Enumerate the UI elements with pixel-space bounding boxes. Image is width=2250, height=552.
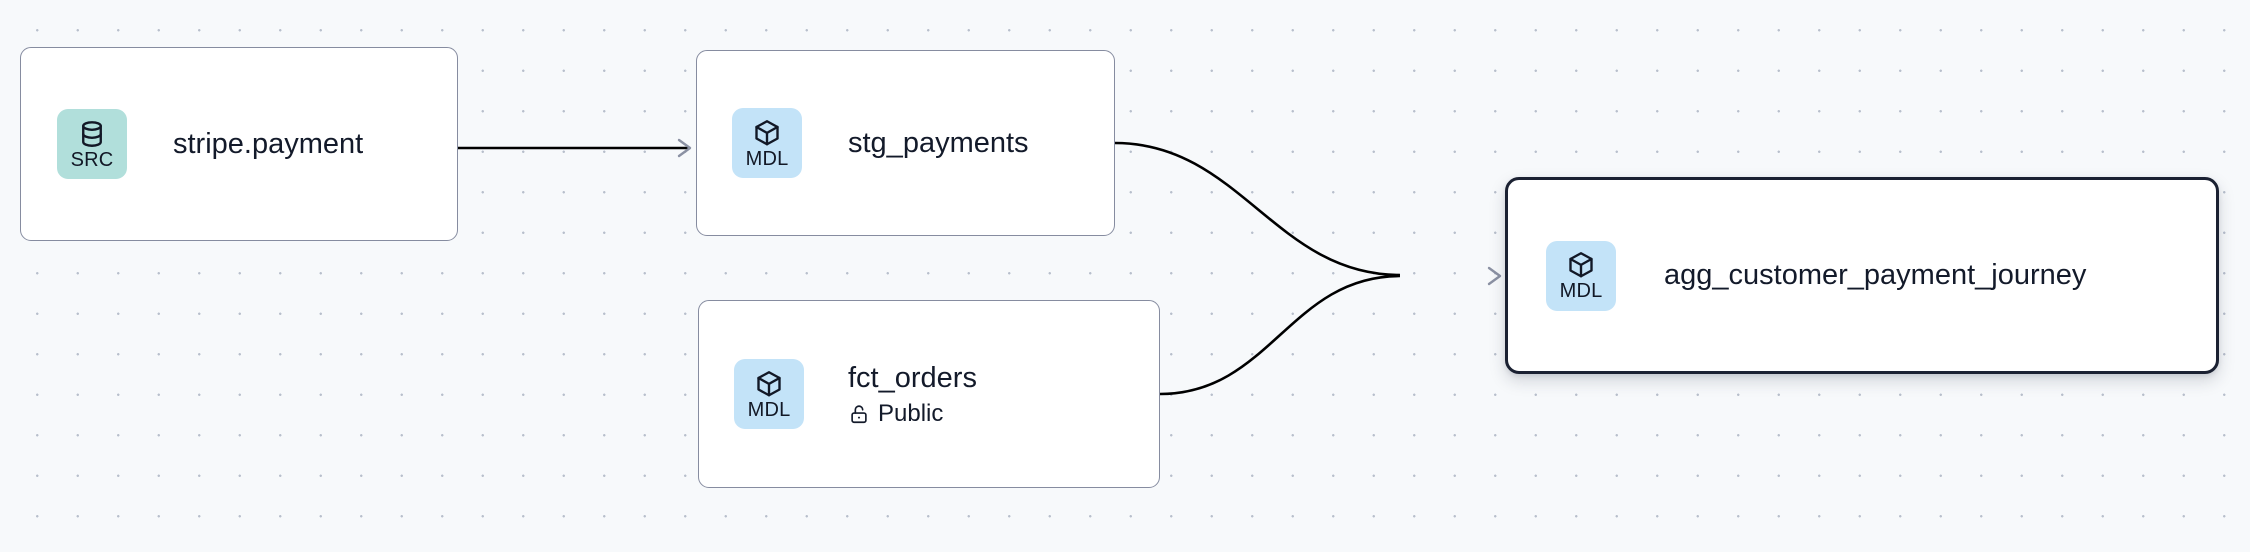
node-title: agg_customer_payment_journey [1664,259,2087,291]
node-body: agg_customer_payment_journey [1664,259,2086,292]
lineage-node-agg-customer-payment-journey[interactable]: MDL agg_customer_payment_journey [1505,177,2219,374]
lineage-node-stg-payments[interactable]: MDL stg_payments [696,50,1115,236]
model-badge-label: MDL [747,398,791,421]
unlock-icon [851,404,867,423]
database-icon [82,120,102,147]
cube-icon [755,119,779,145]
node-body: fct_orders Public [848,362,977,427]
edge-fct-orders-to-agg [1159,274,1401,396]
lineage-node-stripe-payment[interactable]: SRC stripe.payment [20,47,458,241]
node-visibility-label: Public [878,399,944,427]
arrowhead-icon [1487,266,1502,286]
model-badge: MDL [734,359,804,429]
source-badge-label: SRC [70,148,114,171]
node-body: stripe.payment [173,128,363,161]
node-title: stripe.payment [173,127,364,160]
model-badge-label: MDL [1559,280,1603,302]
lineage-node-fct-orders[interactable]: MDL fct_orders Public [698,300,1160,488]
source-badge: SRC [57,109,127,179]
model-badge-label: MDL [745,147,789,170]
edge-stg-payments-to-agg [1114,141,1401,277]
node-body: stg_payments [848,127,1029,160]
cube-icon [757,370,781,396]
model-badge: MDL [1546,240,1616,311]
model-badge: MDL [732,108,802,178]
node-visibility: Public [848,399,977,427]
arrowhead-icon [677,138,692,158]
cube-icon [1569,252,1593,278]
node-title: fct_orders [848,361,977,394]
node-title: stg_payments [848,126,1029,159]
